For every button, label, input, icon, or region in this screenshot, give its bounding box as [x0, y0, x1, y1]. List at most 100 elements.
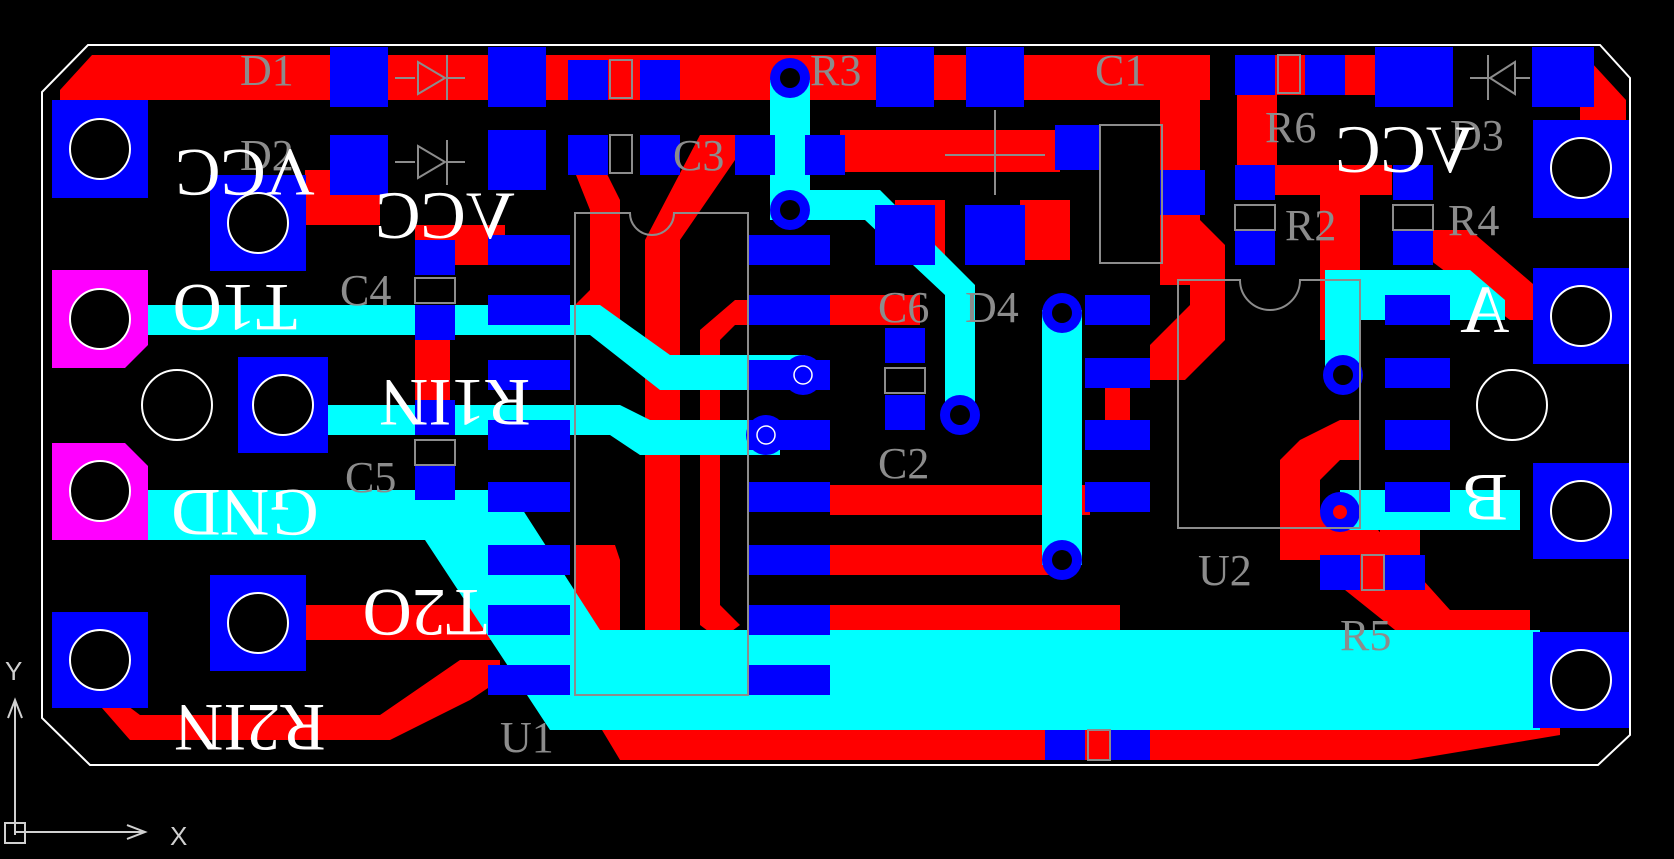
label-t2o: T2O: [363, 575, 488, 651]
u2-outline: [1177, 279, 1361, 529]
smd-pad: [885, 395, 925, 430]
u1-pin: [488, 360, 570, 390]
smd-pad: [330, 135, 388, 195]
smd-pad: [1320, 555, 1360, 590]
axis-x-label: X: [170, 821, 187, 851]
label-c6: C6: [878, 283, 929, 332]
label-u2: U2: [1198, 546, 1252, 595]
u1-pin: [748, 605, 830, 635]
smd-pad: [876, 47, 934, 107]
resistor-outline: [1087, 729, 1111, 761]
smd-pad: [1235, 55, 1275, 95]
u2-pin: [1385, 482, 1450, 512]
mounting-holes: [141, 369, 1548, 441]
label-vcc-right: VCC: [1335, 111, 1475, 187]
smd-pad: [875, 205, 935, 265]
u1-pin: [748, 545, 830, 575]
resistor-outline: [1361, 554, 1385, 591]
bottom-trace: [1042, 310, 1082, 565]
smd-pad: [415, 465, 455, 500]
label-r4: R4: [1448, 196, 1499, 245]
label-d1: D1: [240, 46, 294, 95]
u1-pin: [488, 482, 570, 512]
resistor-outline: [609, 59, 633, 99]
u2-pin: [1385, 420, 1450, 450]
smd-pad: [1055, 125, 1100, 170]
smd-pad: [415, 400, 455, 435]
board-outline: [41, 44, 1631, 766]
top-trace: [60, 55, 1210, 100]
resistor-outline: [884, 367, 926, 394]
u2-pin: [1385, 358, 1450, 388]
top-trace: [840, 130, 1060, 172]
top-trace: [1320, 510, 1530, 650]
u2-pin: [1085, 420, 1150, 450]
top-trace: [95, 660, 500, 740]
smd-pad: [735, 135, 775, 175]
smd-pad: [1305, 55, 1345, 95]
u2-pin: [1085, 482, 1150, 512]
top-trace: [830, 545, 1060, 575]
label-c5: C5: [345, 453, 396, 502]
resistor-outline: [1277, 54, 1301, 94]
label-d4: D4: [965, 283, 1019, 332]
u2-pin: [1085, 358, 1150, 388]
top-trace: [1105, 388, 1130, 423]
label-vcc-mid-left: VCC: [375, 177, 515, 253]
u1-pin: [748, 482, 830, 512]
u1-pin: [488, 545, 570, 575]
label-vcc-top-left: VCC: [175, 135, 315, 211]
bottom-trace: [140, 305, 805, 390]
smd-pad: [1532, 47, 1594, 107]
smd-pad: [1375, 47, 1453, 107]
label-c1: C1: [1095, 46, 1146, 95]
smd-pad: [805, 135, 845, 175]
smd-pad: [640, 135, 680, 175]
u2-pin: [1385, 295, 1450, 325]
smd-pad: [1235, 230, 1275, 265]
label-t1o: T1O: [173, 270, 298, 346]
u1-pin: [488, 235, 570, 265]
top-trace: [1280, 420, 1360, 560]
label-u1: U1: [500, 713, 554, 762]
smd-pad: [885, 328, 925, 363]
u1-pin: [488, 295, 570, 325]
coordinate-axis: [4, 697, 148, 844]
top-trace: [645, 135, 735, 640]
top-trace: [1430, 230, 1540, 320]
smd-pad: [1160, 170, 1205, 215]
label-c2: C2: [878, 439, 929, 488]
silkscreen-outlines: [395, 54, 1530, 761]
label-c4: C4: [340, 266, 391, 315]
axis-y-label: Y: [5, 656, 22, 686]
top-trace: [1150, 220, 1225, 380]
u1-outline: [574, 212, 749, 696]
smd-pad: [1235, 165, 1275, 200]
u1-pin: [748, 235, 830, 265]
resistor-outline: [414, 439, 456, 466]
label-d2: D2: [240, 131, 294, 180]
label-a: A: [1460, 271, 1509, 347]
label-r6: R6: [1265, 103, 1316, 152]
u1-pin: [488, 665, 570, 695]
resistor-outline: [414, 277, 456, 304]
u1-pin: [488, 605, 570, 635]
label-d3: D3: [1450, 111, 1504, 160]
pad-holes: [69, 118, 1612, 711]
smd-pad: [965, 205, 1025, 265]
label-r1in: R1IN: [379, 365, 530, 441]
smd-pad: [966, 47, 1024, 107]
resistor-outline: [1234, 204, 1276, 231]
resistor-outline: [1392, 204, 1434, 231]
smd-pad: [488, 47, 546, 107]
smd-pad: [568, 135, 608, 175]
smd-pad: [568, 60, 608, 100]
top-trace: [415, 340, 450, 400]
u1-pin: [748, 295, 830, 325]
u1-pin: [488, 420, 570, 450]
label-r2in: R2IN: [174, 690, 325, 766]
smd-pad: [1393, 165, 1433, 200]
top-trace: [570, 160, 620, 330]
smd-pad: [415, 240, 455, 275]
